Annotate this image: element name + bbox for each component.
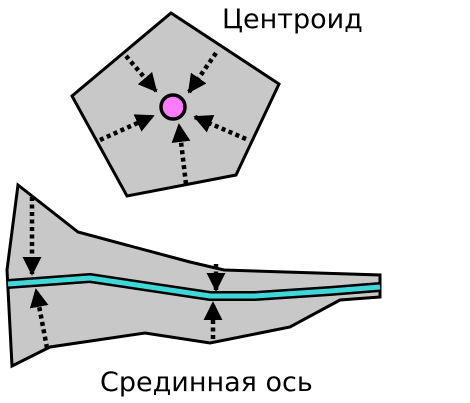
centroid-point — [159, 93, 187, 121]
medial-axis-arrows — [22, 197, 226, 349]
medial-axis-label: Срединная ось — [100, 367, 313, 398]
centroid-label: Центроид — [222, 4, 363, 35]
arrow-to-centroid-right — [193, 114, 247, 142]
arrow-to-centroid-upper-right — [187, 51, 218, 94]
arrow-to-centroid-upper-left — [124, 54, 158, 93]
centroid-arrows — [99, 51, 247, 185]
medial-axis-line — [7, 273, 381, 301]
arrow-to-centroid-left — [99, 113, 155, 143]
arrow-to-axis-left-bottom — [29, 288, 50, 349]
arrow-to-centroid-bottom — [171, 123, 191, 185]
elongated-shape-group — [5, 182, 382, 369]
medial-axis-fill — [7, 275, 381, 299]
pentagon-group — [70, 11, 281, 198]
elongated-shape — [5, 182, 382, 369]
